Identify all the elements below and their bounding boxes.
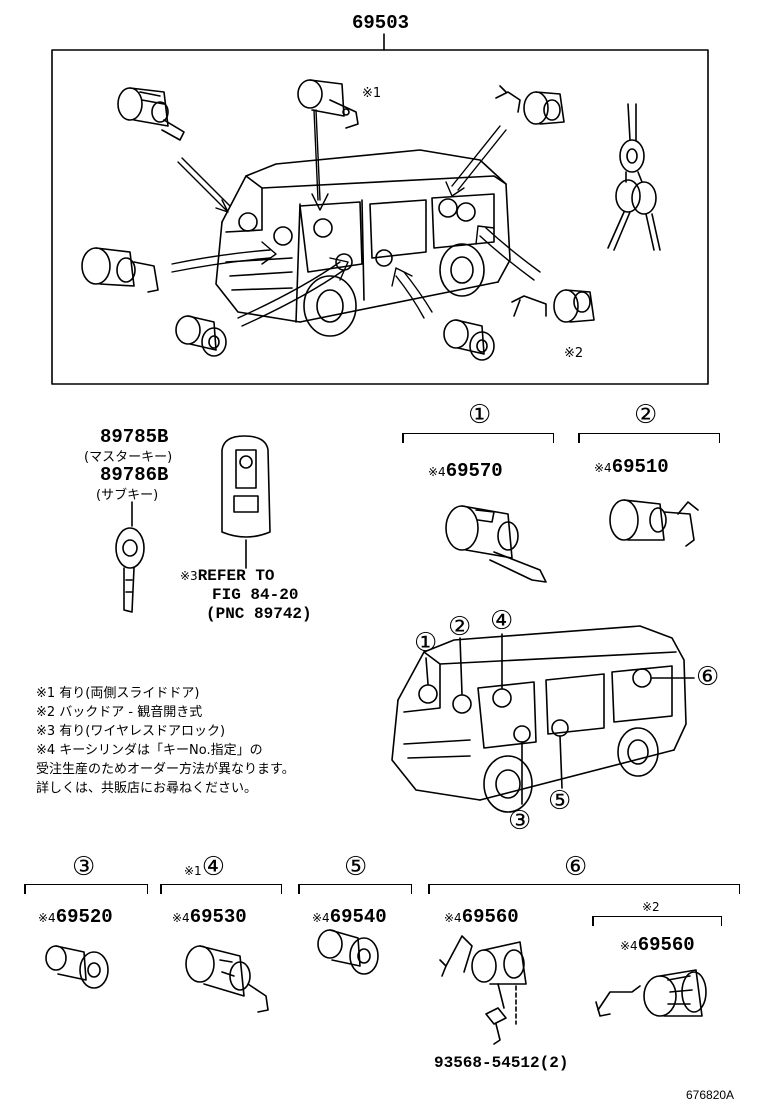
part-69560-number: 69560 [461,906,519,928]
part-69510-illustration [609,499,699,547]
part-69560-label[interactable]: ※469560 [444,906,519,928]
remote-reference-line1[interactable]: ※3REFER TO [180,567,275,585]
group-1-circle: ① [468,400,492,430]
part-69530-illustration [185,945,269,1013]
remote-illustration [221,435,271,538]
part-69520-mark: ※4 [38,911,56,925]
sub-key-label: (サブキー) [96,488,159,503]
group-5-circle: ⑤ [344,852,368,882]
cylinder-part-mid-left [81,247,159,293]
callout-arrows [171,109,541,327]
cylinder-part-top-center [297,79,359,129]
part-69560-back-label[interactable]: ※469560 [620,934,695,956]
part-69570-number: 69570 [445,460,503,482]
part-69530-number: 69530 [189,906,247,928]
note-mark-2: ※2 [564,346,584,361]
group-5-bracket [298,884,412,894]
part-69560-back-number: 69560 [637,934,695,956]
part-69570-illustration [445,505,547,583]
van-callout-3: ③ [508,806,532,836]
group-4-prefix: ※1 [184,864,202,878]
part-69530-mark: ※4 [172,911,190,925]
van-callout-5: ⑤ [548,786,572,816]
part-69560-mark: ※4 [444,911,462,925]
notes-block: ※1 有り(両側スライドドア) ※2 バックドア - 観音開き式 ※3 有り(ワ… [36,684,295,798]
bolt-quantity: (2) [539,1054,569,1072]
part-69510-number: 69510 [611,456,669,478]
group-2-bracket [578,433,720,443]
part-69560-illustration [439,935,527,1025]
van-callout-4: ④ [490,606,514,636]
group-4-bracket [160,884,282,894]
cylinder-part-bottom-right [443,319,495,361]
group-4-heading: ※1④ [184,852,225,882]
group-2-circle: ② [634,400,658,430]
part-69510-mark: ※4 [594,461,612,475]
key-set-illustration [607,103,661,251]
group-6-circle: ⑥ [564,852,588,882]
group-4-circle: ④ [201,852,226,882]
note-1: ※1 有り(両側スライドドア) [36,686,200,701]
group-6-sub-bracket [592,916,722,926]
van-callout-1: ① [414,628,438,658]
part-69540-illustration [317,929,379,975]
part-69520-label[interactable]: ※469520 [38,906,113,928]
cylinder-part-top-right [495,85,565,125]
group-3-circle: ③ [72,852,96,882]
van-callout-6: ⑥ [696,662,720,692]
master-key-part-number[interactable]: 89785B [100,426,169,448]
group-3-bracket [24,884,148,894]
group-6-bracket [428,884,740,894]
group-6-sub-prefix: ※2 [642,900,660,914]
part-69510-label[interactable]: ※469510 [594,456,669,478]
part-69560-back-illustration [595,969,707,1017]
sub-key-part-number[interactable]: 89786B [100,464,169,486]
part-69520-illustration [45,945,109,989]
van-callout-2: ② [448,612,472,642]
remote-figure-reference[interactable]: FIG 84-20 [212,586,299,604]
assembly-part-number[interactable]: 69503 [352,12,410,34]
remote-mark: ※3 [180,569,198,583]
note-2: ※2 バックドア - 観音開き式 [36,705,203,720]
bolt-label[interactable]: 93568-54512(2) [434,1054,568,1072]
part-69520-number: 69520 [55,906,113,928]
note-mark-1: ※1 [362,86,382,101]
figure-id: 676820A [686,1088,735,1102]
remote-refer-to: REFER TO [197,567,275,585]
cylinder-part-bottom-left [175,315,227,357]
part-69570-mark: ※4 [428,465,446,479]
note-5: 受注生産のためオーダー方法が異なります。 [36,762,295,777]
part-69540-label[interactable]: ※469540 [312,906,387,928]
key-illustration [115,527,145,613]
note-4: ※4 キーシリンダは「キーNo.指定」の [36,743,263,758]
part-69560-back-mark: ※4 [620,939,638,953]
cylinder-part-top-left [117,87,185,141]
part-69540-mark: ※4 [312,911,330,925]
remote-pnc-reference[interactable]: (PNC 89742) [206,605,312,623]
note-6: 詳しくは、共販店にお尋ねください。 [36,781,258,796]
master-key-label: (マスターキー) [84,450,173,465]
note-3: ※3 有り(ワイヤレスドアロック) [36,724,226,739]
part-69570-label[interactable]: ※469570 [428,460,503,482]
bolt-part-number: 93568-54512 [434,1054,540,1072]
bolt-illustration [485,1007,507,1045]
van-middle-illustration [391,625,695,813]
van-top-illustration [215,149,511,337]
cylinder-part-back-door [511,289,595,323]
part-69530-label[interactable]: ※469530 [172,906,247,928]
part-69540-number: 69540 [329,906,387,928]
assembly-frame [51,49,709,385]
group-1-bracket [402,433,554,443]
